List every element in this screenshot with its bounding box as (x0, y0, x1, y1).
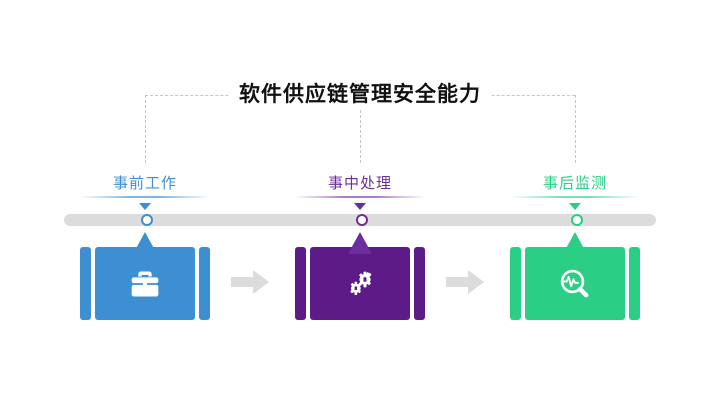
stage-card-2-right-bar (414, 247, 425, 320)
stage-label-underline-3 (510, 196, 640, 198)
timeline-node-1 (141, 214, 153, 226)
stage-card-2-left-bar (295, 247, 306, 320)
stage-card-3 (510, 247, 640, 320)
stage-card-3-body (525, 247, 625, 320)
stage-card-3-left-bar (510, 247, 521, 320)
timeline-marker-triangle-3 (569, 203, 581, 210)
timeline-pointer-wedge-2 (348, 232, 372, 254)
stage-card-1 (80, 247, 210, 320)
timeline-node-3 (571, 214, 583, 226)
stage-card-3-right-bar (629, 247, 640, 320)
stage-label-2: 事中处理 (327, 175, 392, 192)
timeline-node-2 (356, 214, 368, 226)
magnifier-pulse-icon (560, 269, 589, 297)
gears-icon (350, 271, 372, 295)
stage-label-underline-1 (80, 196, 210, 198)
diagram-title-text: 软件供应链管理安全能力 (229, 82, 491, 108)
timeline-marker-triangle-2 (354, 203, 366, 210)
stage-card-1-right-bar (199, 247, 210, 320)
bracket-vertical-line-stage-1 (145, 95, 146, 163)
bracket-vertical-line-stage-3 (575, 95, 576, 163)
timeline-pointer-wedge-1 (133, 232, 157, 254)
flow-arrow-icon-1 (231, 270, 269, 294)
stage-label-3: 事后监测 (542, 175, 607, 192)
stage-card-2-body (310, 247, 410, 320)
bracket-vertical-line-stage-2 (360, 95, 361, 163)
briefcase-icon (131, 271, 159, 296)
timeline-pointer-wedge-3 (563, 232, 587, 254)
timeline-marker-triangle-1 (139, 203, 151, 210)
stage-card-1-left-bar (80, 247, 91, 320)
stage-label-underline-2 (295, 196, 425, 198)
stage-label-1: 事前工作 (112, 175, 177, 192)
stage-card-2 (295, 247, 425, 320)
diagram-title: 软件供应链管理安全能力 (0, 82, 720, 108)
flow-arrow-icon-2 (446, 270, 484, 294)
stage-card-1-body (95, 247, 195, 320)
